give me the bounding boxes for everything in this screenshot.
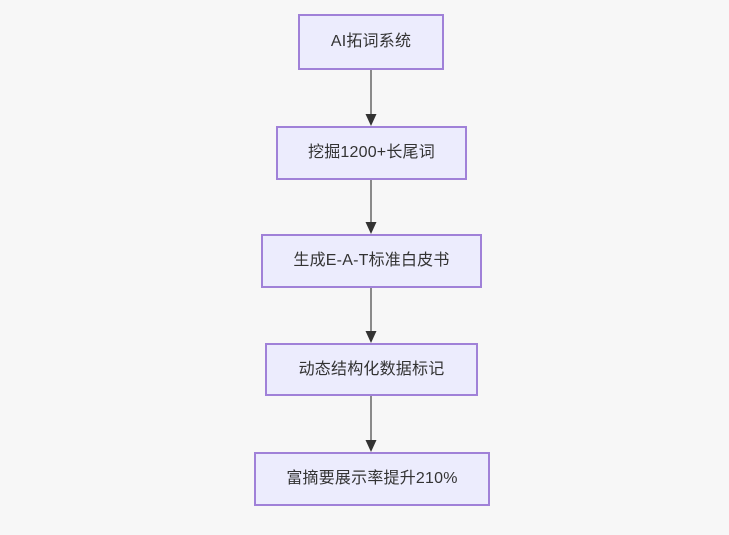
- flow-node-ai-keyword-system[interactable]: AI拓词系统: [298, 14, 444, 70]
- arrowhead-icon: [365, 114, 377, 126]
- arrowhead-icon: [365, 331, 377, 343]
- edge-ai-keyword-system-to-mine-longtail-keywords: [365, 70, 377, 126]
- edge-mine-longtail-keywords-to-generate-eat-whitepaper: [365, 180, 377, 234]
- edge-generate-eat-whitepaper-to-dynamic-structured-data: [365, 288, 377, 343]
- edge-dynamic-structured-data-to-rich-snippet-uplift: [365, 396, 377, 452]
- arrowhead-icon: [365, 440, 377, 452]
- flow-node-mine-longtail-keywords[interactable]: 挖掘1200+长尾词: [276, 126, 467, 180]
- arrowhead-icon: [365, 222, 377, 234]
- flow-node-generate-eat-whitepaper[interactable]: 生成E-A-T标准白皮书: [261, 234, 482, 288]
- flow-node-rich-snippet-uplift[interactable]: 富摘要展示率提升210%: [254, 452, 490, 506]
- flow-node-dynamic-structured-data[interactable]: 动态结构化数据标记: [265, 343, 478, 396]
